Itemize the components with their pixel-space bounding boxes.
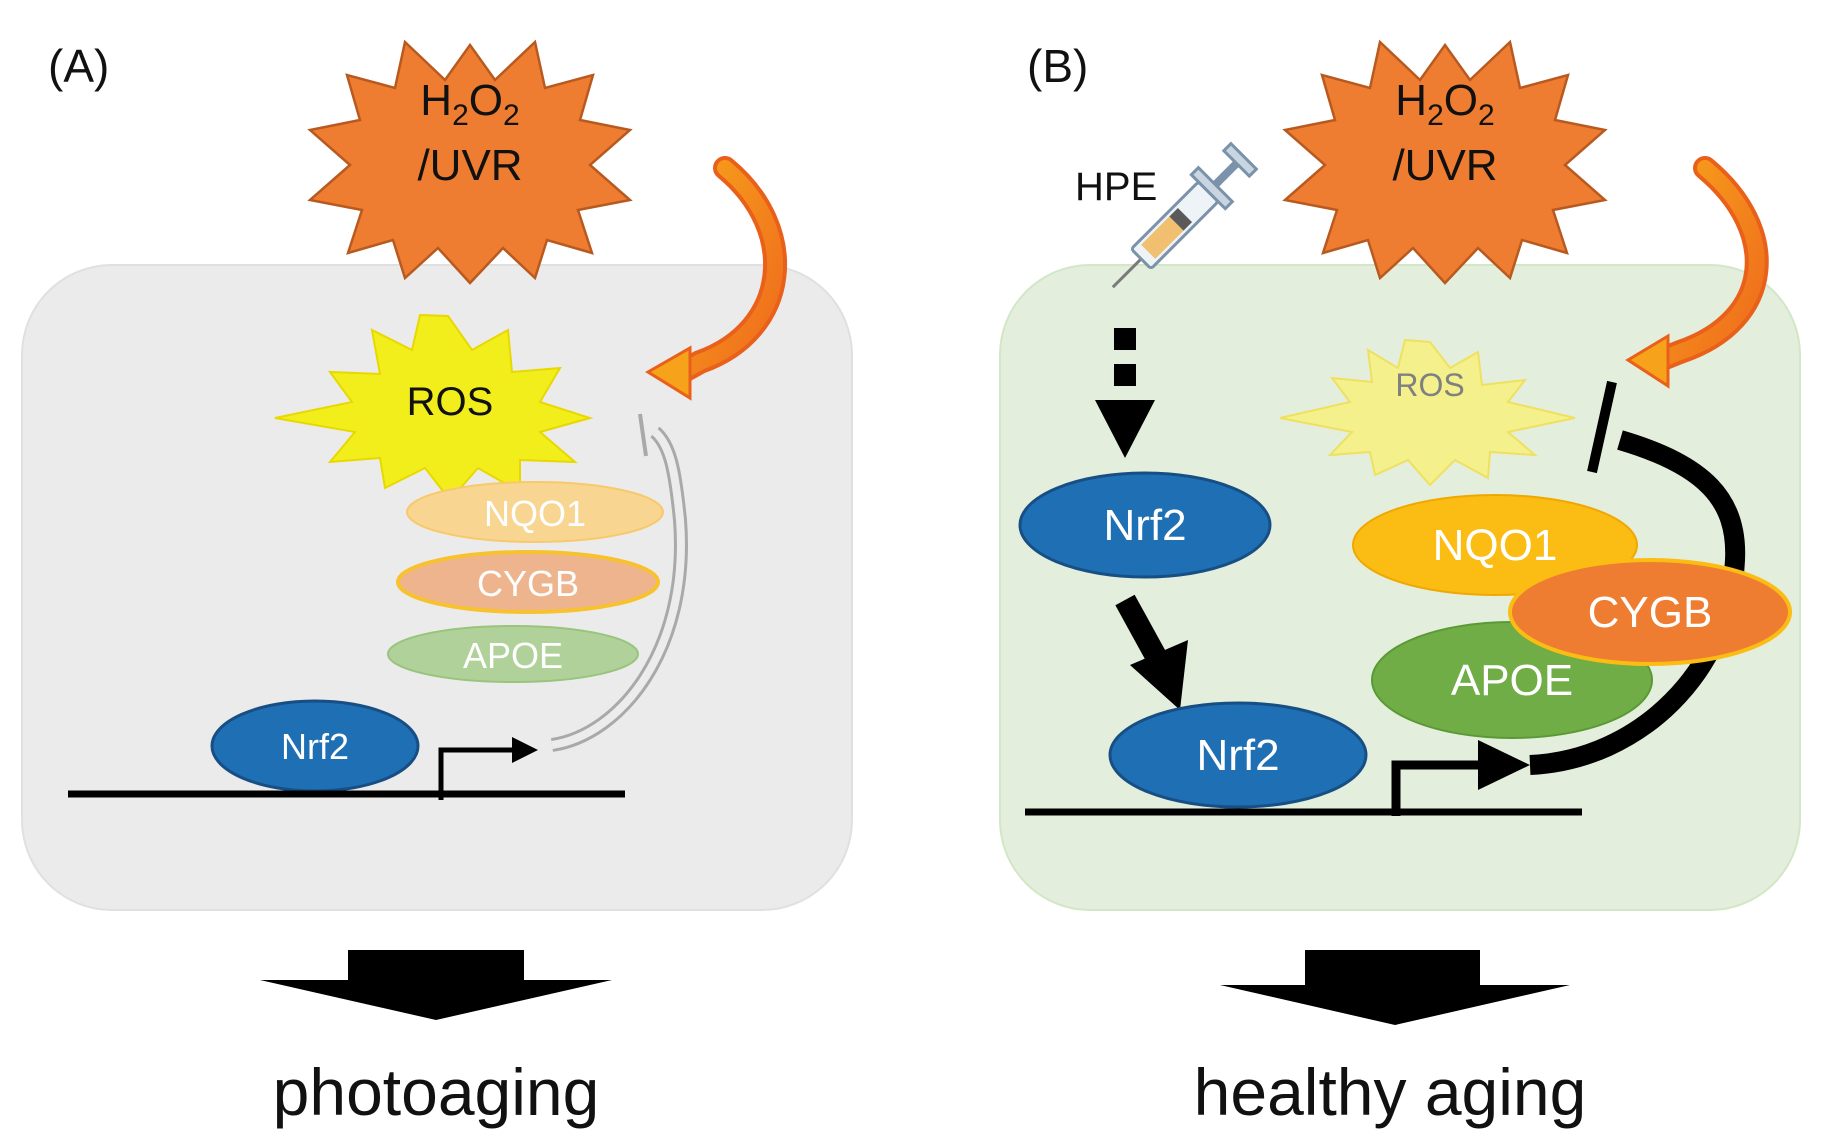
panel-b-outcome-label: healthy aging bbox=[1194, 1055, 1587, 1129]
panel-a-inhibition-arc bbox=[550, 413, 688, 752]
panel-a-promoter-arrow bbox=[438, 737, 538, 800]
ros-burst-icon bbox=[1279, 338, 1576, 487]
nqo1-label: NQO1 bbox=[1433, 521, 1558, 570]
starburst-icon bbox=[307, 39, 633, 285]
ros-label: ROS bbox=[1395, 367, 1464, 403]
panel-b-outcome-arrow bbox=[1220, 950, 1570, 1025]
arrowhead-icon bbox=[645, 345, 692, 401]
panel-b-nrf2-nuc-label: Nrf2 bbox=[1196, 731, 1279, 780]
arrowhead-icon bbox=[1095, 400, 1155, 458]
stress-uvr: /UVR bbox=[1392, 141, 1497, 190]
nqo1-oval bbox=[406, 481, 664, 543]
panel-a-stress-burst: H2O2 /UVR bbox=[307, 39, 633, 285]
inhibit-bar-icon bbox=[638, 413, 648, 457]
stress-uvr: /UVR bbox=[417, 141, 522, 190]
panel-b-label: (B) bbox=[1027, 40, 1088, 92]
arrowhead-icon bbox=[1478, 740, 1530, 790]
panel-a-label: (A) bbox=[48, 40, 109, 92]
panel-b-nrf2-nuc-oval bbox=[1108, 701, 1368, 809]
starburst-icon bbox=[1282, 39, 1608, 285]
syringe-icon bbox=[1111, 141, 1259, 289]
arrowhead-icon bbox=[1130, 640, 1188, 710]
stress-formula: H2O2 bbox=[420, 76, 519, 132]
panel-b-translocation-arrow bbox=[1115, 594, 1188, 710]
inhibit-bar-icon bbox=[1587, 380, 1617, 474]
stress-formula: H2O2 bbox=[1395, 76, 1494, 132]
panel-b: (B) H2O2 /UVR HPE bbox=[999, 39, 1801, 1129]
nqo1-label: NQO1 bbox=[484, 493, 586, 534]
panel-b-promoter-arrow bbox=[1391, 740, 1530, 816]
apoe-oval bbox=[387, 625, 639, 683]
arrowhead-icon bbox=[512, 737, 538, 763]
panel-a-ros: ROS bbox=[274, 313, 594, 502]
panel-b-dashed-arrow bbox=[1095, 328, 1155, 458]
panel-a-proteins: NQO1 CYGB APOE bbox=[387, 481, 664, 683]
panel-a: (A) H2O2 /UVR ROS NQO1 CYGB APOE bbox=[21, 39, 853, 1129]
ros-label: ROS bbox=[407, 380, 494, 424]
cygb-oval bbox=[1508, 558, 1792, 666]
cygb-label: CYGB bbox=[1588, 588, 1713, 637]
hpe-label: HPE bbox=[1075, 165, 1157, 209]
panel-b-nrf2-cyto-oval bbox=[1018, 471, 1272, 579]
panel-b-proteins: APOE NQO1 CYGB bbox=[1352, 494, 1792, 739]
cygb-label: CYGB bbox=[477, 563, 579, 604]
panel-b-stress-arrow bbox=[1625, 156, 1769, 389]
apoe-label: APOE bbox=[463, 635, 563, 676]
ros-burst-icon bbox=[274, 313, 594, 502]
panel-b-nrf2-cyto-label: Nrf2 bbox=[1103, 501, 1186, 550]
panel-b-stress-burst: H2O2 /UVR bbox=[1282, 39, 1608, 285]
panel-a-outcome-label: photoaging bbox=[273, 1055, 600, 1129]
panel-b-ros: ROS bbox=[1279, 338, 1576, 487]
cygb-oval bbox=[396, 550, 660, 614]
panel-a-stress-arrow bbox=[645, 156, 788, 401]
panel-a-outcome-arrow bbox=[260, 950, 612, 1020]
arrowhead-icon bbox=[1625, 333, 1670, 389]
panel-a-nrf2-label: Nrf2 bbox=[281, 726, 349, 767]
apoe-label: APOE bbox=[1451, 656, 1573, 705]
